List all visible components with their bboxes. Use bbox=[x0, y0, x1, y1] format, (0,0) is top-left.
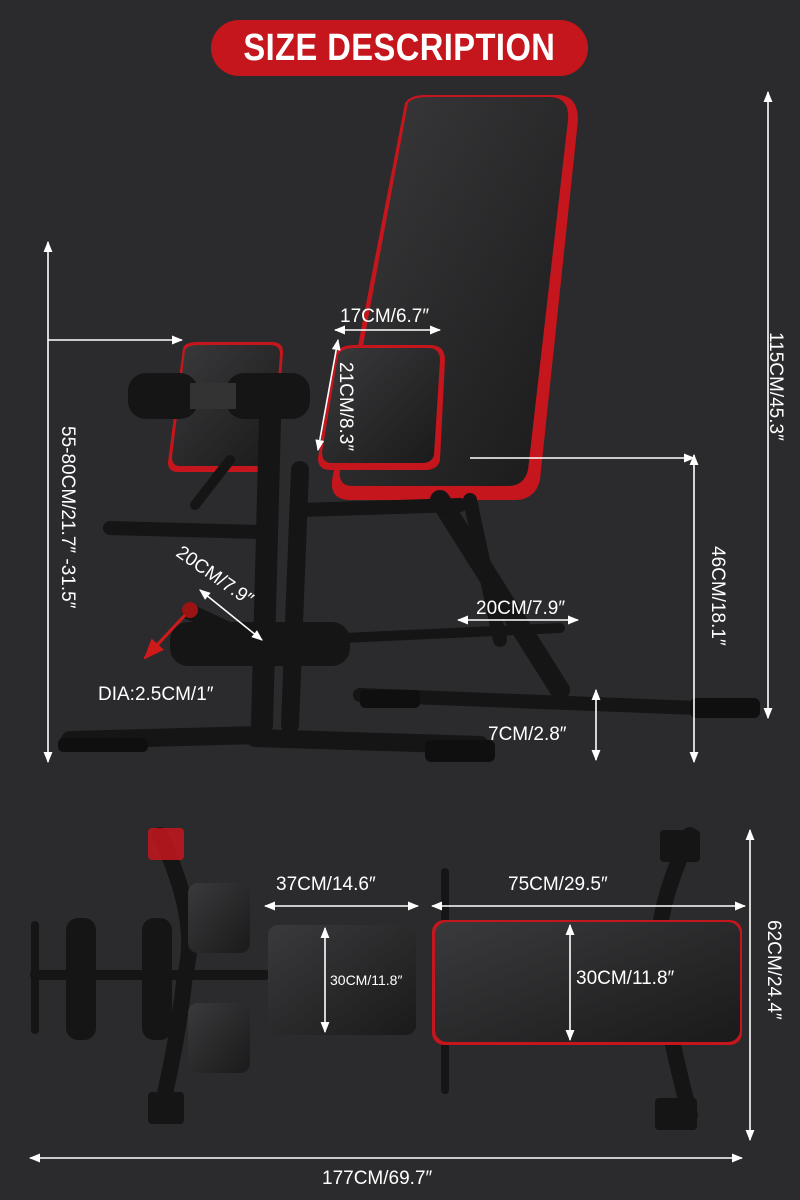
seat-length-label: 37CM/14.6″ bbox=[276, 874, 376, 895]
diameter-arrow bbox=[143, 613, 187, 660]
seat-height-label: 46CM/18.1″ bbox=[707, 546, 728, 646]
top-view-bench bbox=[30, 827, 742, 1130]
side-view-dimension-lines bbox=[43, 90, 773, 764]
foot-height-label: 7CM/2.8″ bbox=[488, 724, 567, 745]
page-title: SIZE DESCRIPTION bbox=[243, 26, 556, 69]
height-range-label: 55-80CM/21.7″ -31.5″ bbox=[57, 426, 78, 609]
backrest-width-label: 30CM/11.8″ bbox=[576, 968, 675, 989]
seat-pad-length-label: 21CM/8.3″ bbox=[335, 362, 356, 452]
top-backrest-length-label: 75CM/29.5″ bbox=[508, 874, 608, 895]
top-view-dimension-lines bbox=[28, 828, 755, 1163]
seat-width-label: 30CM/11.8″ bbox=[330, 972, 403, 988]
title-banner: SIZE DESCRIPTION bbox=[211, 20, 588, 76]
handle-length-label: 20CM/7.9″ bbox=[476, 598, 566, 619]
side-view-bench bbox=[58, 95, 760, 762]
tube-diameter-label: DIA:2.5CM/1″ bbox=[98, 684, 214, 705]
total-length-label: 177CM/69.7″ bbox=[322, 1168, 433, 1189]
backrest-length-label: 115CM/45.3″ bbox=[765, 332, 786, 441]
seat-pad-width-label: 17CM/6.7″ bbox=[340, 306, 430, 327]
base-width-label: 62CM/24.4″ bbox=[763, 920, 784, 1020]
